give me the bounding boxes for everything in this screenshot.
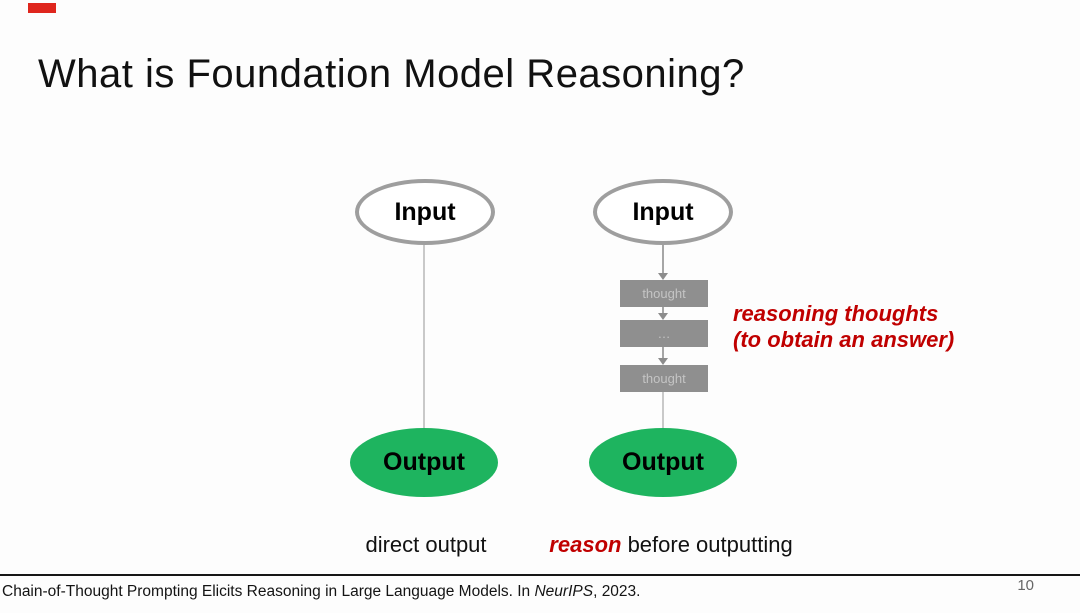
input-label-left: Input bbox=[394, 197, 456, 226]
page-number: 10 bbox=[1017, 577, 1034, 594]
input-node-right: Input bbox=[593, 179, 733, 245]
connector-thought1-to-thought2 bbox=[662, 307, 664, 314]
thought-box-1-label: thought bbox=[642, 286, 686, 301]
output-label-right: Output bbox=[622, 448, 704, 476]
connector-input-to-thought bbox=[662, 245, 664, 273]
thought-box-3-label: thought bbox=[642, 371, 686, 386]
arrowhead-icon bbox=[658, 358, 668, 365]
footer-citation: Chain-of-Thought Prompting Elicits Reaso… bbox=[2, 583, 640, 601]
output-node-right: Output bbox=[589, 428, 737, 497]
caption-reason-emphasis: reason bbox=[549, 532, 622, 557]
footer-divider-line bbox=[0, 574, 1080, 576]
reasoning-thoughts-annotation: reasoning thoughts (to obtain an answer) bbox=[733, 301, 954, 353]
slide-title: What is Foundation Model Reasoning? bbox=[38, 52, 745, 96]
input-label-right: Input bbox=[632, 197, 694, 226]
thought-box-ellipsis-label: … bbox=[657, 326, 671, 341]
thought-box-1: thought bbox=[620, 280, 708, 307]
thought-box-3: thought bbox=[620, 365, 708, 392]
citation-text: Chain-of-Thought Prompting Elicits Reaso… bbox=[2, 583, 535, 600]
citation-venue: NeurIPS bbox=[534, 583, 594, 600]
output-node-left: Output bbox=[350, 428, 498, 497]
connector-thought-to-output bbox=[662, 392, 664, 428]
arrowhead-icon bbox=[658, 273, 668, 280]
caption-reason-before-outputting: reason before outputting bbox=[538, 532, 804, 558]
caption-direct-output: direct output bbox=[365, 532, 487, 557]
arrowhead-icon bbox=[658, 313, 668, 320]
thought-box-ellipsis: … bbox=[620, 320, 708, 347]
red-accent-mark bbox=[28, 3, 56, 13]
citation-suffix: , 2023. bbox=[593, 583, 641, 600]
output-label-left: Output bbox=[383, 448, 465, 476]
caption-reason-rest: before outputting bbox=[621, 532, 793, 557]
annotation-line-2: (to obtain an answer) bbox=[733, 327, 955, 352]
input-node-left: Input bbox=[355, 179, 495, 245]
annotation-line-1: reasoning thoughts bbox=[733, 301, 939, 326]
connector-line-left bbox=[423, 245, 425, 429]
connector-thought2-to-thought3 bbox=[662, 347, 664, 358]
